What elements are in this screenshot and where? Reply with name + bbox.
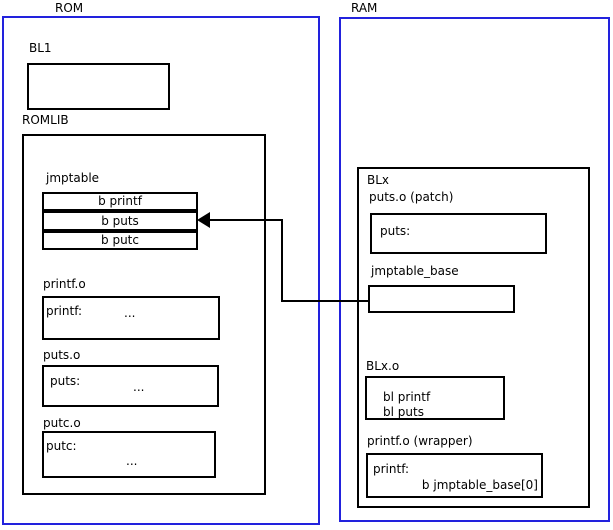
- blx-label: BLx: [367, 173, 390, 187]
- blx-o-box: bl printf bl puts: [365, 376, 505, 420]
- putc-symbol: putc:: [46, 439, 77, 453]
- printf-body-ellipsis: ...: [124, 306, 136, 320]
- jmptable-base-box: [368, 285, 515, 313]
- bl1-label: BL1: [29, 41, 52, 55]
- printf-symbol: printf:: [46, 304, 83, 318]
- rom-region-frame: [2, 16, 320, 525]
- jmptable-entry-printf-text: b printf: [98, 194, 142, 208]
- arrow-segment-vertical: [281, 219, 283, 302]
- jmptable-base-label: jmptable_base: [371, 264, 459, 278]
- printf-wrapper-branch-instruction: b jmptable_base[0]: [421, 478, 538, 492]
- arrowhead-icon: [197, 212, 210, 228]
- printf-o-label: printf.o: [43, 277, 86, 291]
- puts-patch-label: puts.o (patch): [369, 190, 454, 204]
- jmptable-label: jmptable: [46, 171, 100, 185]
- putc-body-ellipsis: ...: [126, 454, 138, 468]
- ram-region-frame: [339, 17, 610, 522]
- ram-region-label: RAM: [351, 1, 378, 15]
- blx-box: [357, 167, 590, 508]
- romlib-box: [22, 134, 266, 495]
- blx-o-line-bl-puts: bl puts: [383, 405, 424, 419]
- printf-wrapper-symbol: printf:: [373, 462, 410, 476]
- puts-body-ellipsis: ...: [133, 380, 145, 394]
- romlib-label: ROMLIB: [22, 113, 69, 127]
- putc-o-label: putc.o: [43, 416, 81, 430]
- puts-o-label: puts.o: [43, 348, 81, 362]
- printf-wrapper-label: printf.o (wrapper): [367, 434, 473, 448]
- printf-wrapper-box: printf: b jmptable_base[0]: [366, 453, 543, 498]
- jmptable-entry-puts-text: b puts: [101, 214, 139, 228]
- arrow-segment-horizontal-from-jmptable-base: [281, 300, 368, 302]
- jmptable-entry-putc-text: b putc: [101, 233, 139, 247]
- puts-patch-symbol: puts:: [380, 224, 411, 238]
- bl1-box: [27, 63, 170, 110]
- printf-o-box: printf: ...: [42, 296, 220, 340]
- jmptable-entry-printf: b printf: [42, 192, 198, 211]
- puts-symbol: puts:: [50, 374, 81, 388]
- blx-o-line-bl-printf: bl printf: [383, 390, 431, 404]
- jmptable-entry-puts: b puts: [42, 211, 198, 231]
- blx-o-label: BLx.o: [366, 359, 400, 373]
- puts-patch-box: puts:: [370, 213, 547, 254]
- arrow-segment-horizontal-to-jmptable: [209, 219, 283, 221]
- puts-o-box: puts: ...: [42, 365, 219, 407]
- jmptable-entry-putc: b putc: [42, 231, 198, 250]
- rom-region-label: ROM: [55, 1, 84, 15]
- putc-o-box: putc: ...: [42, 431, 216, 478]
